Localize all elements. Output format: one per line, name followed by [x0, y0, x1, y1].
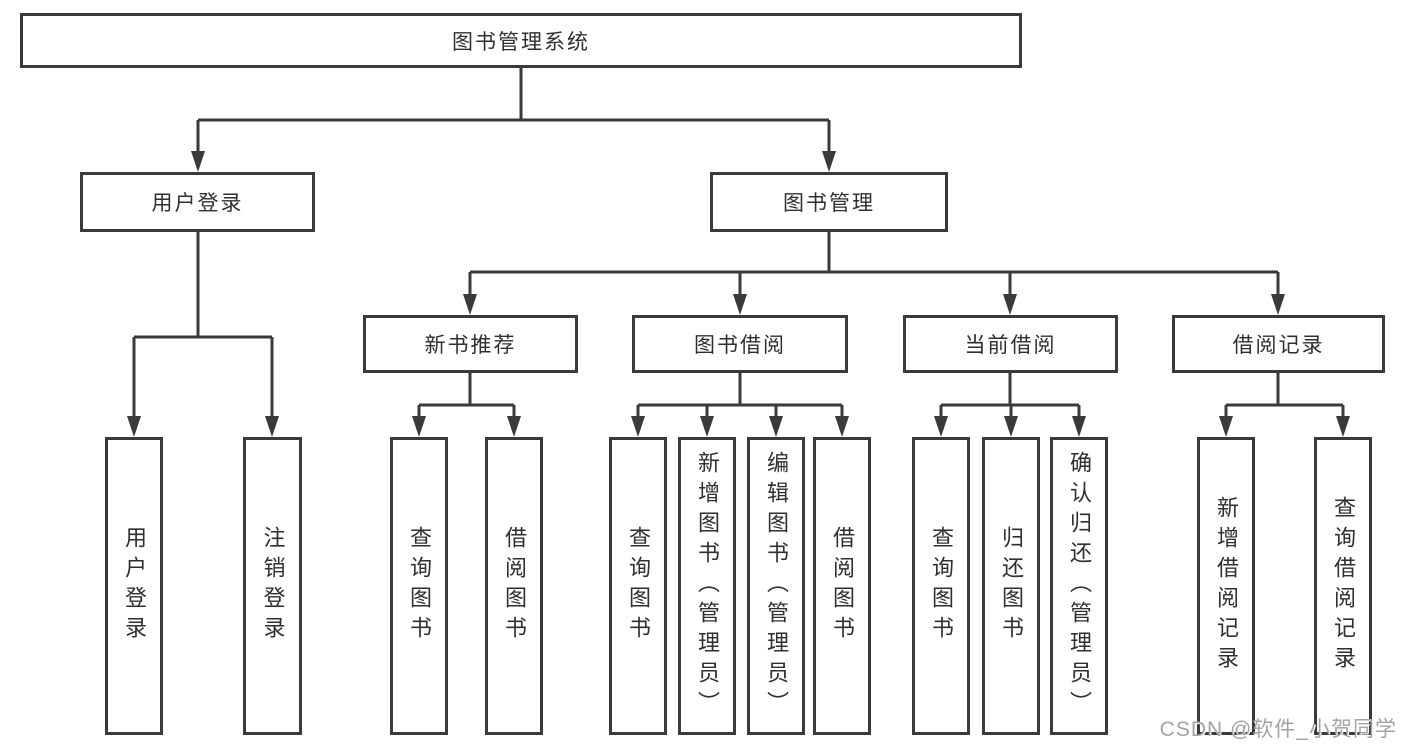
node-user-login: 用户登录	[80, 172, 315, 232]
leaf-label: 借阅图书	[830, 526, 855, 646]
leaf-borrow-books: 借阅图书	[813, 437, 871, 735]
node-current-borrow-label: 当前借阅	[964, 334, 1057, 357]
leaf-query-books-borrow: 查询图书	[609, 437, 667, 735]
leaf-query-borrow-record: 查询借阅记录	[1314, 437, 1372, 735]
node-current-borrow: 当前借阅	[903, 315, 1118, 373]
node-book-management-label: 图书管理	[783, 192, 875, 215]
leaf-add-borrow-record: 新增借阅记录	[1197, 437, 1255, 735]
leaf-logout: 注销登录	[243, 437, 302, 735]
leaf-user-login: 用户登录	[105, 437, 163, 735]
leaf-query-books-current: 查询图书	[912, 437, 970, 735]
node-root-label: 图书管理系统	[452, 30, 590, 54]
node-root: 图书管理系统	[20, 13, 1022, 68]
leaf-label: 注销登录	[260, 526, 286, 646]
node-borrow-records-label: 借阅记录	[1232, 334, 1325, 357]
leaf-label: 用户登录	[122, 526, 147, 646]
csdn-watermark: CSDN @软件_小贺同学	[1159, 718, 1397, 741]
leaf-label: 查询图书	[626, 526, 651, 646]
leaf-label: 归还图书	[999, 526, 1024, 646]
leaf-label: 查询借阅记录	[1331, 496, 1356, 676]
leaf-query-books-recommend: 查询图书	[390, 437, 448, 735]
leaf-label: 新增图书（管理员）	[695, 451, 720, 721]
leaf-borrow-books-recommend: 借阅图书	[485, 437, 543, 735]
node-new-book-recommend-label: 新书推荐	[424, 334, 517, 357]
node-user-login-label: 用户登录	[151, 192, 244, 215]
node-borrow-records: 借阅记录	[1172, 315, 1385, 373]
leaf-label: 新增借阅记录	[1214, 496, 1239, 676]
leaf-label: 编辑图书（管理员）	[764, 451, 789, 721]
leaf-return-books: 归还图书	[982, 437, 1040, 735]
node-book-borrow: 图书借阅	[632, 315, 848, 373]
leaf-label: 查询图书	[407, 526, 432, 646]
node-book-management: 图书管理	[710, 172, 948, 232]
leaf-label: 借阅图书	[502, 526, 527, 646]
node-book-borrow-label: 图书借阅	[694, 334, 786, 357]
leaf-confirm-return-admin: 确认归还（管理员）	[1050, 437, 1108, 735]
leaf-label: 确认归还（管理员）	[1067, 451, 1092, 721]
leaf-edit-books-admin: 编辑图书（管理员）	[747, 437, 805, 735]
leaf-add-books-admin: 新增图书（管理员）	[678, 437, 736, 735]
leaf-label: 查询图书	[929, 526, 954, 646]
node-new-book-recommend: 新书推荐	[363, 315, 578, 373]
